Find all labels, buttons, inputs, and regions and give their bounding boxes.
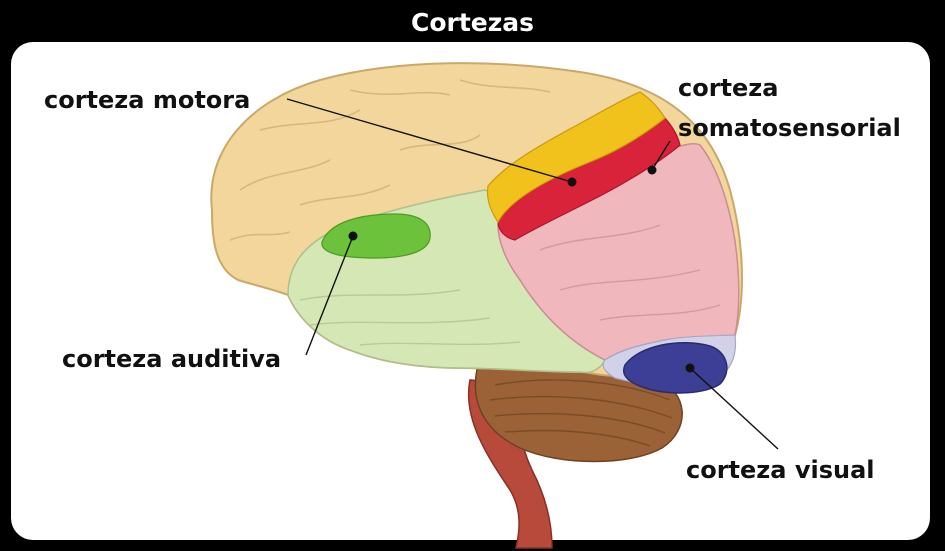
motor-cortex-label: corteza motora xyxy=(44,86,250,114)
visual-dot xyxy=(686,364,695,373)
motor-dot xyxy=(568,178,577,187)
visual-leader-line xyxy=(690,368,778,449)
auditory-dot xyxy=(349,232,358,241)
somatosensory-label-line1: corteza xyxy=(678,74,778,102)
somatosensory-dot xyxy=(648,166,657,175)
visual-cortex-label: corteza visual xyxy=(686,456,874,484)
somatosensory-label-line2: somatosensorial xyxy=(678,114,901,142)
auditory-cortex-label: corteza auditiva xyxy=(62,345,281,373)
